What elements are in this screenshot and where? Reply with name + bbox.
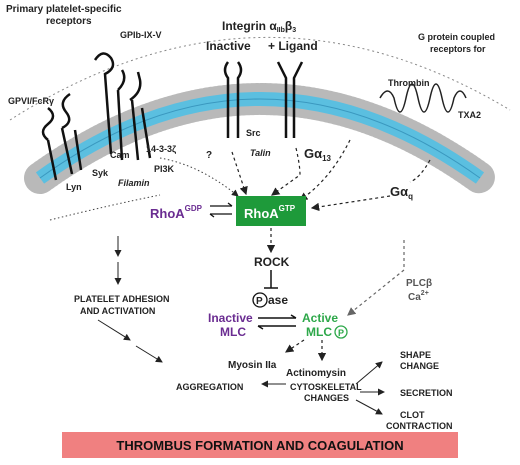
pase-p-label: P (256, 296, 263, 307)
src-label: Src (246, 128, 261, 138)
shape-change-label-2: CHANGE (400, 361, 439, 371)
gpib-label: GPIb-IX-V (120, 30, 162, 40)
ca-label: Ca2+ (408, 290, 429, 303)
galpha13-label: Gα13 (304, 146, 332, 163)
rhoa-gdp-label: RhoAGDP (150, 204, 203, 221)
aggregation-label: AGGREGATION (176, 382, 243, 392)
integrin-active (276, 61, 304, 138)
cam-label: Cam (110, 150, 130, 160)
lyn-label: Lyn (66, 182, 82, 192)
actinomysin-label: Actinomysin (286, 368, 346, 379)
banner (62, 432, 458, 458)
active-mlc-p-circle (334, 325, 348, 339)
pase-label: ase (268, 293, 288, 307)
secretion-label: SECRETION (400, 388, 453, 398)
myosin-label: Myosin IIa (228, 360, 277, 371)
rock-inhibits-pase (264, 270, 278, 289)
pi3k-dotted-arrow (159, 157, 239, 197)
inactive-mlc-label-2: MLC (220, 325, 246, 339)
syk-label: Syk (92, 168, 109, 178)
talin-label: Talin (250, 148, 271, 158)
pase-p-circle (252, 292, 268, 308)
inactive-mlc-label: Inactive (208, 311, 253, 325)
integrin-label: Integrin αIIbβ3 (222, 19, 296, 34)
pi3k-label: PI3K (154, 164, 175, 174)
protein-1433-label: 14-3-3ζ (146, 144, 176, 154)
inactive-integrin-label: Inactive (206, 39, 251, 53)
primary-receptors-label-2: receptors (46, 16, 92, 27)
mlc-equilibrium-arrows (257, 314, 297, 330)
integrin-inactive (223, 61, 243, 138)
gpcr-label: G protein coupled (418, 32, 495, 42)
adhesion-label: PLATELET ADHESION (74, 294, 170, 304)
shape-change-label: SHAPE (400, 350, 431, 360)
gpvi-receptor (41, 92, 83, 181)
clot-label: CLOT (400, 410, 425, 420)
cell-boundary-dotted (9, 37, 511, 121)
gpcr-label-2: receptors for (430, 44, 486, 54)
left-pathway-arrows (97, 236, 385, 415)
rock-label: ROCK (254, 255, 290, 269)
ligand-label: + Ligand (268, 39, 318, 53)
question-mark: ? (206, 150, 212, 161)
galphaq-to-mlc-arrow (347, 240, 405, 316)
rhoa-equilibrium-arrows (209, 202, 233, 218)
cytoskeletal-label-2: CHANGES (304, 393, 349, 403)
plc-label: PLCβ (406, 278, 432, 289)
primary-receptors-label: Primary platelet-specific (6, 4, 122, 15)
clot-label-2: CONTRACTION (386, 421, 453, 431)
active-mlc-label-2: MLC (306, 325, 332, 339)
filamin-label: Filamin (118, 178, 150, 188)
rhoa-gtp-box (236, 196, 306, 226)
mlc-to-myosin-arrow (285, 339, 305, 353)
left-dotted-line (49, 194, 161, 221)
thrombin-label: Thrombin (388, 78, 430, 88)
cytoskeletal-label: CYTOSKELETAL (290, 382, 362, 392)
active-mlc-p-label: P (338, 328, 344, 338)
thrombin-gpcr (379, 83, 467, 113)
gpvi-label: GPVI/FcRγ (8, 96, 54, 106)
adhesion-label-2: AND ACTIVATION (80, 306, 155, 316)
cell-membrane (24, 83, 496, 194)
rhoa-gtp-label: RhoAGTP (244, 204, 296, 221)
galphaq-label: Gαq (390, 184, 413, 201)
active-mlc-label: Active (302, 311, 338, 325)
banner-label: THROMBUS FORMATION AND COAGULATION (116, 438, 403, 453)
gpib-receptor (93, 52, 152, 161)
txa2-label: TXA2 (458, 110, 481, 120)
